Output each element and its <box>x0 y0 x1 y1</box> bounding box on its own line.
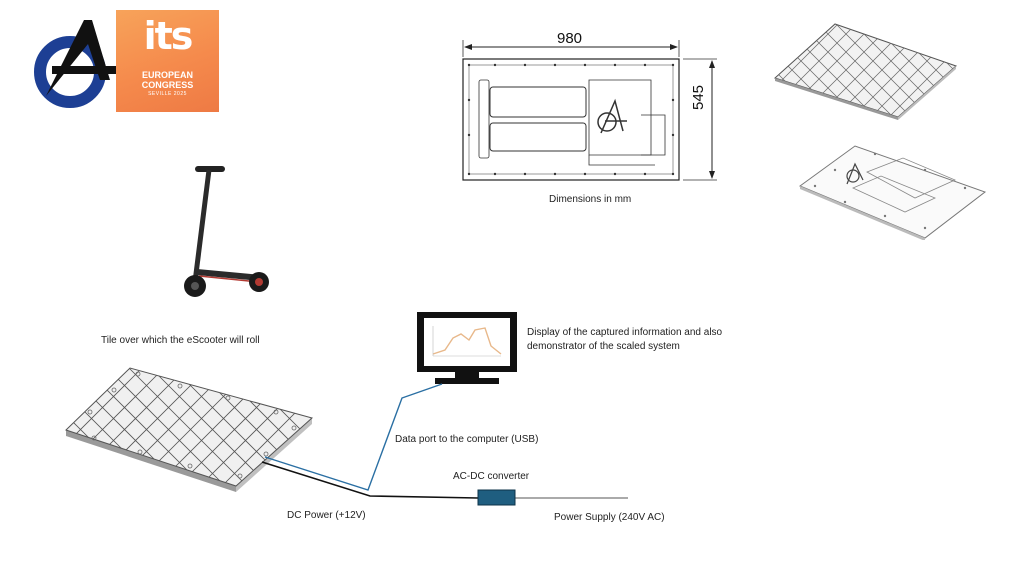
tile-exploded-view <box>798 145 987 240</box>
its-logo-mark: its <box>143 14 194 58</box>
data-port-label: Data port to the computer (USB) <box>395 434 539 445</box>
technical-drawing <box>462 40 717 181</box>
organization-logo <box>34 20 116 108</box>
ac-dc-label: AC-DC converter <box>453 471 530 482</box>
ac-dc-converter <box>477 489 516 506</box>
its-congress-logo: its EUROPEAN CONGRESS SEVILLE 2025 <box>116 10 219 112</box>
its-logo-line2: CONGRESS <box>141 80 194 90</box>
escooter-image <box>184 166 269 297</box>
dimensions-caption: Dimensions in mm <box>549 194 632 205</box>
dc-power-cable <box>261 461 479 499</box>
its-logo-line3: SEVILLE 2025 <box>148 91 187 97</box>
width-dimension: 980 <box>557 30 583 47</box>
main-tile <box>65 367 314 492</box>
display-label-line2: demonstrator of the scaled system <box>527 341 680 352</box>
dc-power-label: DC Power (+12V) <box>287 510 366 521</box>
display-label-line1: Display of the captured information and … <box>527 327 723 338</box>
tile-label: Tile over which the eScooter will roll <box>101 335 260 346</box>
power-supply-label: Power Supply (240V AC) <box>554 512 665 523</box>
tile-top-view <box>774 23 957 120</box>
its-logo-line1: EUROPEAN <box>141 70 193 80</box>
monitor-icon <box>417 312 517 384</box>
usb-cable <box>264 383 443 491</box>
